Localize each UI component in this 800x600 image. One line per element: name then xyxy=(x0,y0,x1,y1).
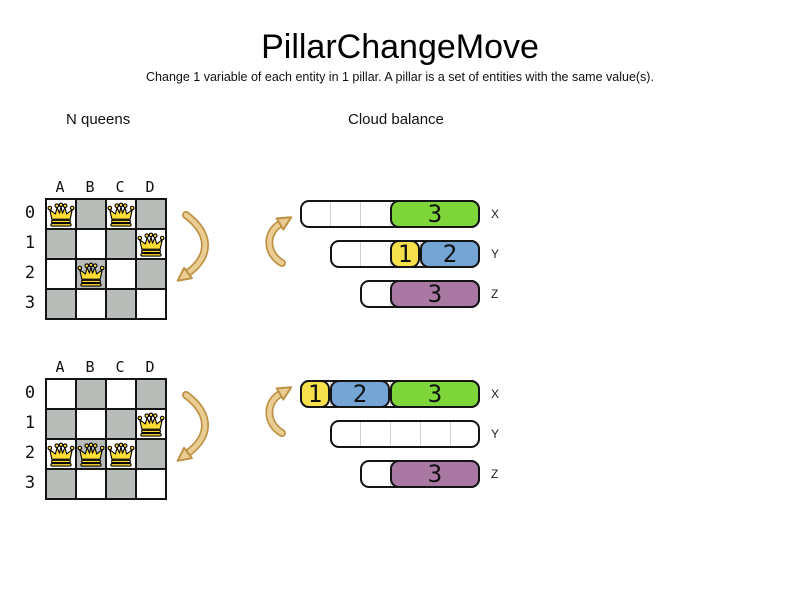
board-cell-D1 xyxy=(136,229,166,259)
board-cell-B3 xyxy=(76,289,106,319)
board-cell-D2 xyxy=(136,439,166,469)
slot-divider xyxy=(360,242,361,266)
column-header-D: D xyxy=(145,358,155,376)
board-cell-C3 xyxy=(106,469,136,499)
computer-label-x: X xyxy=(491,387,500,401)
row-header-1: 1 xyxy=(24,233,36,253)
queen-icon xyxy=(137,412,165,437)
board-cell-B3 xyxy=(76,469,106,499)
chessboard-after xyxy=(45,378,167,500)
queen-icon xyxy=(107,202,135,227)
column-header-C: C xyxy=(115,358,125,376)
board-cell-A1 xyxy=(46,409,76,439)
board-cell-D3 xyxy=(136,289,166,319)
board-cell-B0 xyxy=(76,199,106,229)
computer-label-x: X xyxy=(491,207,500,221)
computer-label-y: Y xyxy=(491,427,500,441)
board-cell-B0 xyxy=(76,379,106,409)
board-cell-A3 xyxy=(46,469,76,499)
board-cell-B1 xyxy=(76,229,106,259)
board-cell-C2 xyxy=(106,439,136,469)
board-cell-B2 xyxy=(76,439,106,469)
computer-label-y: Y xyxy=(491,247,500,261)
board-cell-A3 xyxy=(46,289,76,319)
slot-divider xyxy=(360,202,361,226)
page-subtitle: Change 1 variable of each entity in 1 pi… xyxy=(146,70,654,84)
row-header-3: 3 xyxy=(24,293,36,313)
chessboard-before xyxy=(45,198,167,320)
slot-divider xyxy=(450,422,451,446)
section-header-nqueens: N queens xyxy=(66,111,131,128)
board-cell-C3 xyxy=(106,289,136,319)
computer-label-z: Z xyxy=(491,467,499,481)
slot-divider xyxy=(330,202,331,226)
process-block-3: 3 xyxy=(390,280,480,308)
column-header-A: A xyxy=(55,178,65,196)
column-header-B: B xyxy=(85,178,95,196)
computer-y-after xyxy=(330,420,480,448)
row-header-2: 2 xyxy=(24,443,36,463)
board-cell-A2 xyxy=(46,439,76,469)
row-header-0: 0 xyxy=(24,383,36,403)
board-cell-B1 xyxy=(76,409,106,439)
row-header-3: 3 xyxy=(24,473,36,493)
queen-icon xyxy=(77,442,105,467)
process-block-2: 2 xyxy=(330,380,390,408)
move-up-arrow-icon xyxy=(265,386,293,437)
slot-divider xyxy=(390,422,391,446)
board-cell-D0 xyxy=(136,379,166,409)
board-cell-B2 xyxy=(76,259,106,289)
section-header-cloudbalance: Cloud balance xyxy=(348,111,444,128)
move-down-arrow-icon xyxy=(176,211,209,282)
row-header-2: 2 xyxy=(24,263,36,283)
column-header-B: B xyxy=(85,358,95,376)
page-title: PillarChangeMove xyxy=(261,28,539,66)
queen-icon xyxy=(107,442,135,467)
column-header-A: A xyxy=(55,358,65,376)
process-block-3: 3 xyxy=(390,380,480,408)
board-cell-D1 xyxy=(136,409,166,439)
slot-divider xyxy=(420,422,421,446)
board-cell-A0 xyxy=(46,199,76,229)
process-block-3: 3 xyxy=(390,200,480,228)
board-cell-C0 xyxy=(106,199,136,229)
board-cell-C0 xyxy=(106,379,136,409)
process-block-1: 1 xyxy=(390,240,420,268)
queen-icon xyxy=(47,442,75,467)
board-cell-A0 xyxy=(46,379,76,409)
computer-label-z: Z xyxy=(491,287,499,301)
move-down-arrow-icon xyxy=(176,391,209,462)
board-cell-D2 xyxy=(136,259,166,289)
queen-icon xyxy=(77,262,105,287)
queen-icon xyxy=(47,202,75,227)
board-cell-D3 xyxy=(136,469,166,499)
process-block-3: 3 xyxy=(390,460,480,488)
column-header-D: D xyxy=(145,178,155,196)
board-cell-A2 xyxy=(46,259,76,289)
row-header-1: 1 xyxy=(24,413,36,433)
process-block-2: 2 xyxy=(420,240,480,268)
move-up-arrow-icon xyxy=(265,216,293,267)
row-header-0: 0 xyxy=(24,203,36,223)
board-cell-A1 xyxy=(46,229,76,259)
column-header-C: C xyxy=(115,178,125,196)
board-cell-C1 xyxy=(106,229,136,259)
queen-icon xyxy=(137,232,165,257)
slot-divider xyxy=(360,422,361,446)
board-cell-C2 xyxy=(106,259,136,289)
board-cell-C1 xyxy=(106,409,136,439)
process-block-1: 1 xyxy=(300,380,330,408)
board-cell-D0 xyxy=(136,199,166,229)
